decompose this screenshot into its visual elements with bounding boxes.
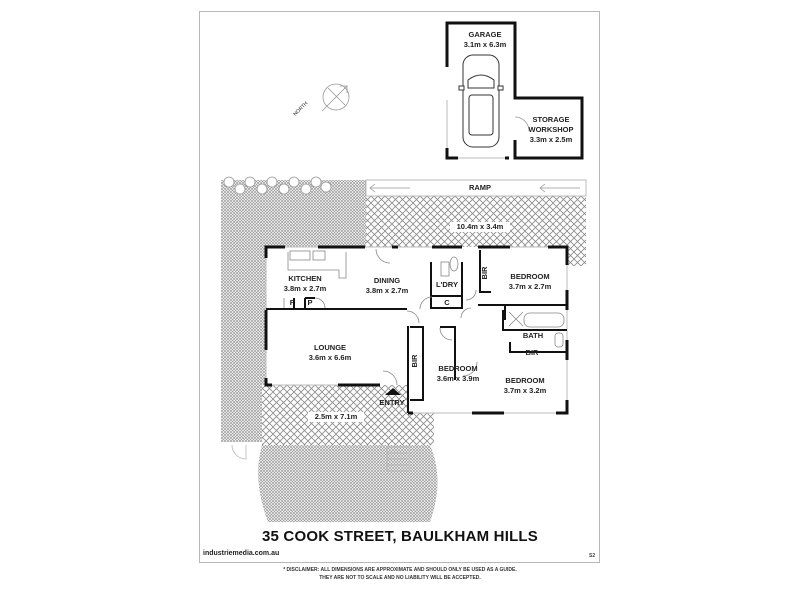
room-dims: 3.8m x 2.7m: [365, 286, 409, 295]
laundry-label: L'DRY: [436, 280, 458, 289]
room-dims: 3.6m x 3.9m: [436, 374, 480, 383]
room-name: STORAGE: [532, 115, 570, 124]
disclaimer: * DISCLAIMER: ALL DIMENSIONS ARE APPROXI…: [200, 566, 600, 582]
bedroom-3-label: BEDROOM 3.7m x 3.2m: [495, 376, 555, 396]
room-dims: 3.7m x 2.7m: [508, 282, 552, 291]
bir-label-3: BIR: [410, 354, 419, 368]
room-name: DINING: [373, 276, 401, 285]
room-dims: 3.8m x 2.7m: [283, 284, 327, 293]
bedroom-1-label: BEDROOM 3.7m x 2.7m: [500, 272, 560, 292]
plan-frame: [199, 11, 600, 563]
cupboard-label: C: [444, 298, 450, 307]
ramp-label: RAMP: [468, 183, 492, 192]
garage-label: GARAGE 3.1m x 6.3m: [455, 30, 515, 50]
room-name: BEDROOM: [510, 272, 550, 281]
entry-label: ENTRY: [379, 398, 405, 407]
room-dims: 3.6m x 6.6m: [308, 353, 352, 362]
disclaimer-line-1: * DISCLAIMER: ALL DIMENSIONS ARE APPROXI…: [283, 567, 517, 573]
house: [264, 245, 569, 415]
kitchen-label: KITCHEN 3.8m x 2.7m: [280, 274, 330, 294]
pantry-label: P: [307, 298, 313, 307]
garage: [445, 21, 584, 160]
room-dims: 3.3m x 2.5m: [529, 135, 573, 144]
car-icon: [458, 54, 504, 148]
room-name: GARAGE: [468, 30, 502, 39]
north-compass-icon: [321, 83, 350, 112]
room-dims: 3.1m x 6.3m: [463, 40, 507, 49]
room-name: LOUNGE: [313, 343, 347, 352]
room-name-2: WORKSHOP: [528, 125, 574, 134]
room-name: BEDROOM: [505, 376, 545, 385]
disclaimer-line-2: THEY ARE NOT TO SCALE AND NO LIABILITY W…: [319, 575, 481, 581]
sheet-code: S2: [589, 553, 596, 559]
bedroom-2-label: BEDROOM 3.6m x 3.9m: [428, 364, 488, 384]
property-address: 35 COOK STREET, BAULKHAM HILLS: [261, 528, 538, 545]
rear-deck-dims: 10.4m x 3.4m: [450, 222, 510, 232]
lounge-label: LOUNGE 3.6m x 6.6m: [300, 343, 360, 363]
front-deck-dims: 2.5m x 7.1m: [308, 412, 364, 422]
dining-label: DINING 3.8m x 2.7m: [362, 276, 412, 296]
room-name: KITCHEN: [288, 274, 322, 283]
room-name: BEDROOM: [438, 364, 478, 373]
bir-label-1: BIR: [480, 266, 489, 280]
website-credit: industriemedia.com.au: [203, 550, 280, 557]
ramp: [365, 179, 587, 197]
bir-label-2: BIR: [525, 348, 539, 357]
fridge-label: F: [289, 298, 295, 307]
bath-label: BATH: [522, 331, 544, 340]
room-dims: 3.7m x 3.2m: [503, 386, 547, 395]
storage-label: STORAGE WORKSHOP 3.3m x 2.5m: [520, 115, 582, 145]
entry-steps: [231, 444, 410, 472]
